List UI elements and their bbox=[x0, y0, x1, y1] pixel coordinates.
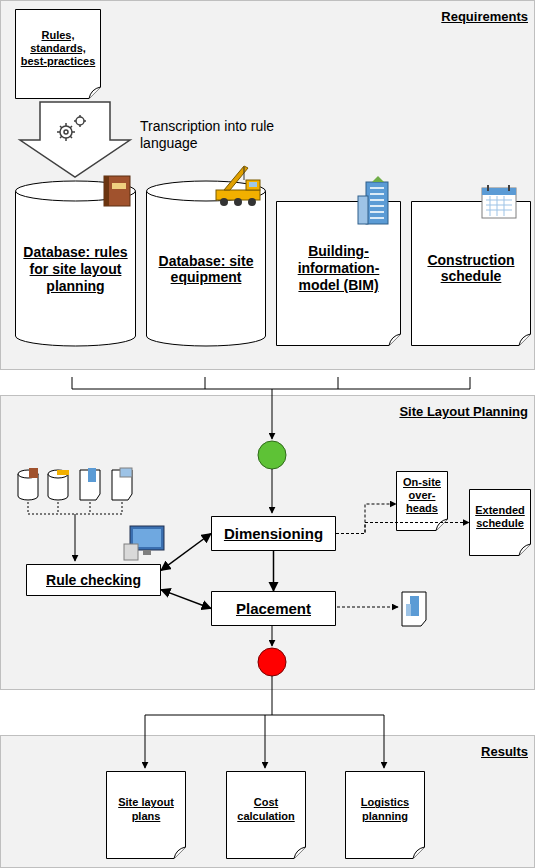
start-arrow bbox=[272, 469, 273, 513]
node-text: Construction schedule bbox=[416, 252, 526, 286]
text-holder: Rule checking bbox=[31, 571, 156, 589]
band-heading: Site Layout Planning bbox=[399, 404, 528, 420]
node-text: Building-information-model (BIM) bbox=[291, 243, 387, 293]
node-text: Database: site equipment bbox=[152, 253, 260, 287]
results-band: ResultsSite layout plans Cost calculation… bbox=[0, 735, 535, 868]
end-arrow bbox=[272, 625, 273, 646]
node-text: Placement bbox=[236, 600, 311, 618]
outline-path bbox=[16, 191, 136, 346]
outline-path bbox=[519, 334, 531, 346]
document-box: Rules, standards, best-practices bbox=[15, 9, 101, 99]
text-holder: Site layout plans bbox=[111, 796, 181, 823]
calendar-icon bbox=[482, 185, 516, 218]
flow-arrow bbox=[273, 551, 275, 591]
text-holder: Results bbox=[1, 736, 534, 760]
bim-output-arrow bbox=[337, 607, 398, 608]
node-text: On-site over-heads bbox=[398, 476, 446, 516]
end-circle bbox=[258, 648, 286, 676]
law-book-icon bbox=[104, 176, 130, 206]
outline-path bbox=[174, 847, 186, 859]
planning-band: Site Layout PlanningDimensioning On-site … bbox=[0, 395, 535, 690]
node-text: Dimensioning bbox=[224, 525, 323, 543]
outline-path bbox=[277, 202, 401, 346]
text-holder: On-site over-heads bbox=[398, 476, 446, 516]
input-icons bbox=[18, 468, 132, 500]
outline-path bbox=[397, 472, 448, 531]
gear-icon bbox=[57, 115, 86, 141]
output-document: On-site over-heads bbox=[396, 471, 448, 531]
node-text: Rule checking bbox=[46, 572, 141, 589]
process-box: Rule checking bbox=[26, 564, 161, 596]
crane-truck-icon bbox=[216, 166, 260, 206]
outline-path bbox=[294, 847, 306, 859]
process-box: Dimensioning bbox=[211, 516, 336, 551]
start-circle bbox=[258, 441, 286, 469]
outline-path bbox=[89, 87, 101, 99]
outline-path bbox=[227, 772, 306, 859]
band-heading: Results bbox=[481, 744, 528, 760]
node-text: Extended schedule bbox=[472, 504, 528, 530]
annotation-label: Transcription into rule language bbox=[140, 118, 275, 152]
outline-path bbox=[519, 544, 531, 556]
text-holder: Dimensioning bbox=[216, 525, 331, 543]
bim-output-icon bbox=[402, 592, 426, 626]
text-holder: Extended schedule bbox=[472, 504, 528, 531]
document-box: Construction schedule bbox=[411, 201, 531, 346]
outline-path bbox=[346, 772, 425, 859]
node-text: Logistics planning bbox=[350, 796, 420, 822]
node-text: Site layout plans bbox=[111, 796, 181, 822]
text-holder: Logistics planning bbox=[350, 796, 420, 823]
database-cylinder: Database: rules for site layout planning bbox=[15, 181, 136, 346]
node-text: Database: rules for site layout planning bbox=[21, 244, 130, 294]
outline-path bbox=[212, 517, 336, 551]
requirements-band: RequirementsRules, standards, best-pract… bbox=[0, 0, 535, 370]
outline-path bbox=[147, 181, 266, 201]
input-leader-lines bbox=[28, 502, 122, 561]
transcription-arrow bbox=[20, 102, 130, 177]
process-box: Placement bbox=[211, 591, 336, 626]
outline-path bbox=[470, 490, 531, 556]
outline-path bbox=[412, 202, 531, 346]
computer-icon bbox=[124, 526, 164, 560]
node-text: Rules, standards, best-practices bbox=[20, 29, 96, 69]
text-holder: Building-information-model (BIM) bbox=[291, 243, 387, 294]
text-holder: Rules, standards, best-practices bbox=[20, 29, 96, 69]
result-document: Site layout plans bbox=[106, 771, 186, 859]
result-split-lines bbox=[145, 676, 384, 768]
outline-path bbox=[27, 565, 161, 596]
building-icon bbox=[358, 176, 388, 224]
text-holder: Site Layout Planning bbox=[1, 396, 534, 420]
database-cylinder: Database: site equipment bbox=[146, 181, 266, 346]
label-holder: Transcription into rule language bbox=[140, 118, 275, 152]
flow-arrow bbox=[161, 534, 211, 571]
text-holder: Database: rules for site layout planning bbox=[21, 244, 130, 295]
document-box: Building-information-model (BIM) bbox=[276, 201, 401, 346]
outline-path bbox=[413, 847, 425, 859]
outline-path bbox=[147, 191, 266, 346]
outline-path bbox=[389, 334, 401, 346]
outline-path bbox=[436, 519, 448, 531]
outline-path bbox=[16, 181, 136, 201]
band-heading: Requirements bbox=[441, 9, 528, 25]
outline-path bbox=[16, 10, 101, 99]
node-text: Cost calculation bbox=[231, 796, 301, 822]
merge-bracket bbox=[72, 377, 470, 439]
text-holder: Database: site equipment bbox=[152, 253, 260, 287]
flow-arrow bbox=[161, 590, 211, 609]
outline-path bbox=[107, 772, 186, 859]
result-document: Logistics planning bbox=[345, 771, 425, 859]
text-holder: Cost calculation bbox=[231, 796, 301, 823]
outline-path bbox=[212, 592, 336, 626]
output-arrow bbox=[336, 523, 469, 534]
result-document: Cost calculation bbox=[226, 771, 306, 859]
output-document: Extended schedule bbox=[469, 489, 531, 556]
text-holder: Construction schedule bbox=[416, 252, 526, 286]
output-arrow bbox=[336, 504, 396, 534]
